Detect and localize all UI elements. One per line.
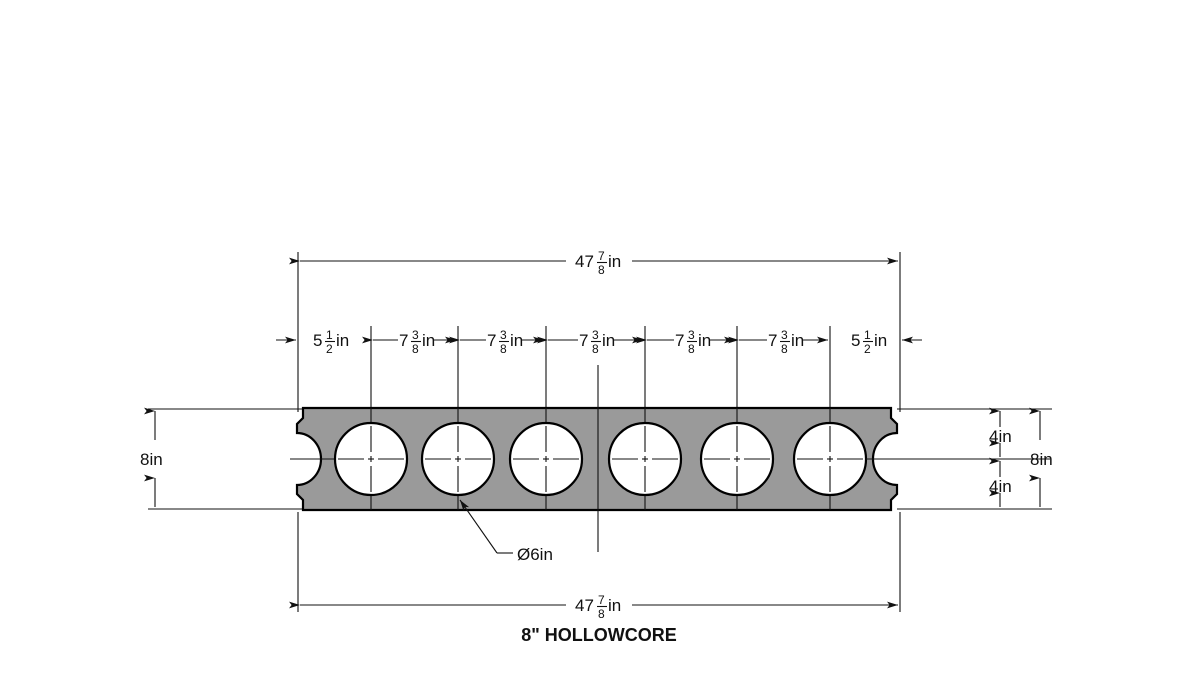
spacing-dim-2: 7 3 8 in (449, 328, 544, 356)
dim-denominator: 8 (781, 342, 788, 356)
dim-denominator: 8 (592, 342, 599, 356)
dim-numerator: 1 (864, 328, 871, 342)
height-right-label: 8in (1030, 450, 1053, 469)
edge-dim-right-label: 5 1 2 in (851, 328, 887, 356)
void-diameter-callout: Ø6in (459, 499, 553, 564)
overall-width-dimension-bottom: 47 7 8 in (289, 593, 898, 621)
dim-denominator: 8 (412, 342, 419, 356)
dim-unit: in (608, 252, 621, 271)
dim-denominator: 8 (688, 342, 695, 356)
half-height-bottom-label: 4in (989, 477, 1012, 496)
dim-whole: 7 (579, 331, 588, 350)
dim-denominator: 8 (598, 263, 605, 277)
dim-unit: in (791, 331, 804, 350)
dim-numerator: 1 (326, 328, 333, 342)
dim-unit: in (608, 596, 621, 615)
void-diameter-label: Ø6in (517, 545, 553, 564)
dim-numerator: 3 (592, 328, 599, 342)
depth-dimensions-right: 4in 4in 8in (897, 407, 1053, 510)
dim-numerator: 3 (688, 328, 695, 342)
dim-numerator: 3 (500, 328, 507, 342)
dim-numerator: 7 (598, 593, 605, 607)
spacing-dim-5: 7 3 8 in (728, 328, 828, 356)
extension-lines-bottom (297, 512, 901, 612)
void-center-marks (338, 426, 863, 492)
dim-unit: in (602, 331, 615, 350)
dim-whole: 7 (487, 331, 496, 350)
spacing-dim-3: 7 3 8 in (537, 328, 643, 356)
overall-width-top-label: 47 7 8 in (575, 249, 621, 277)
dim-whole: 7 (768, 331, 777, 350)
spacing-dim-1: 7 3 8 in (362, 328, 456, 356)
dim-unit: in (422, 331, 435, 350)
dim-unit: in (336, 331, 349, 350)
height-left-label: 8in (140, 450, 163, 469)
dim-whole: 5 (313, 331, 322, 350)
spacing-dim-4: 7 3 8 in (636, 328, 735, 356)
dim-whole: 47 (575, 252, 594, 271)
dim-denominator: 8 (598, 607, 605, 621)
half-height-top-label: 4in (989, 427, 1012, 446)
dim-unit: in (510, 331, 523, 350)
dim-whole: 7 (675, 331, 684, 350)
dim-unit: in (698, 331, 711, 350)
spacing-dimension-chain: 5 1 2 in 5 1 2 in 7 3 8 in 7 (276, 328, 922, 356)
dim-whole: 47 (575, 596, 594, 615)
dim-denominator: 8 (500, 342, 507, 356)
dim-whole: 7 (399, 331, 408, 350)
dim-numerator: 3 (781, 328, 788, 342)
dim-whole: 5 (851, 331, 860, 350)
dim-denominator: 2 (864, 342, 871, 356)
overall-width-bottom-label: 47 7 8 in (575, 593, 621, 621)
dim-unit: in (874, 331, 887, 350)
edge-dim-left-label: 5 1 2 in (313, 328, 349, 356)
height-dimension-left: 8in (140, 407, 303, 510)
overall-width-dimension-top: 47 7 8 in (289, 249, 898, 277)
dim-numerator: 3 (412, 328, 419, 342)
dim-numerator: 7 (598, 249, 605, 263)
page-title: 8" HOLLOWCORE (521, 625, 677, 645)
dim-denominator: 2 (326, 342, 333, 356)
